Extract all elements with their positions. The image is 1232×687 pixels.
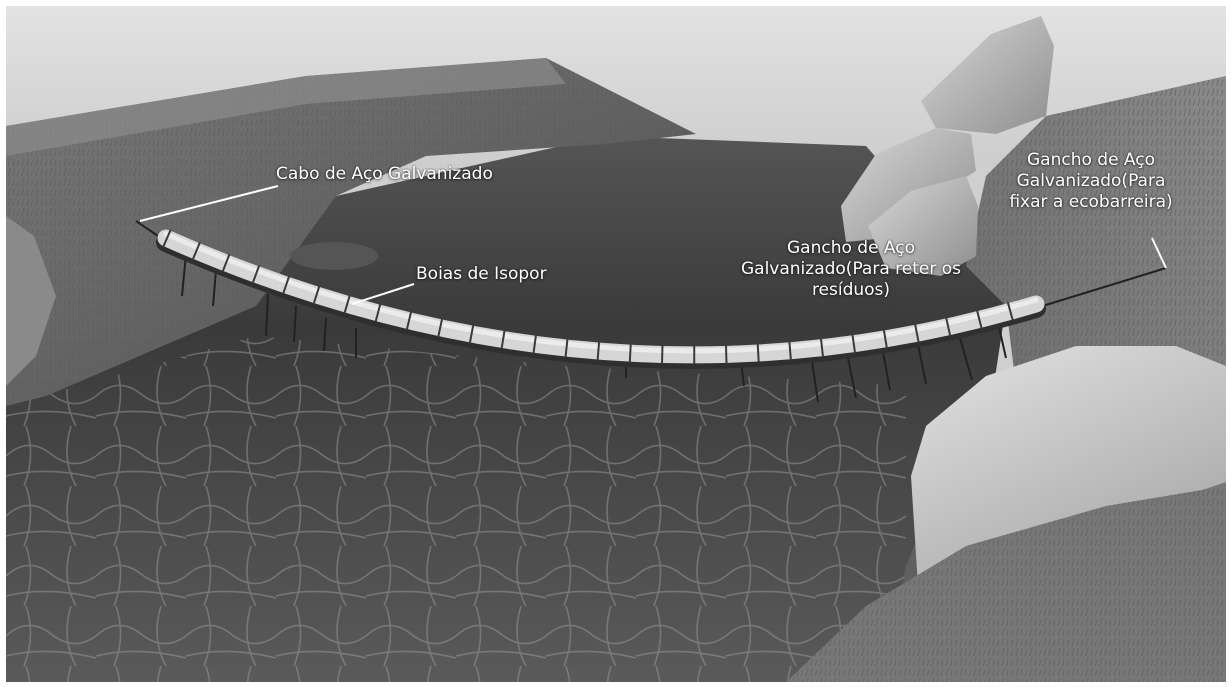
small-water-rock bbox=[290, 242, 378, 270]
label-gancho-fixar: Gancho de Aço Galvanizado(Para fixar a e… bbox=[991, 150, 1191, 213]
label-gancho-fixar-line3: fixar a ecobarreira) bbox=[991, 192, 1191, 213]
label-gancho-reter-line1: Gancho de Aço bbox=[706, 238, 996, 259]
label-gancho-fixar-line1: Gancho de Aço bbox=[991, 150, 1191, 171]
river-scene bbox=[6, 6, 1226, 682]
label-gancho-reter-line2: Galvanizado(Para reter os bbox=[706, 259, 996, 280]
water-caustics bbox=[6, 336, 906, 682]
label-gancho-fixar-line2: Galvanizado(Para bbox=[991, 171, 1191, 192]
illustration-frame: Cabo de Aço Galvanizado Boias de Isopor … bbox=[6, 6, 1226, 682]
label-boias-isopor: Boias de Isopor bbox=[416, 264, 547, 285]
label-cabo-aco: Cabo de Aço Galvanizado bbox=[276, 164, 493, 185]
label-gancho-reter-line3: resíduos) bbox=[706, 280, 996, 301]
label-gancho-reter: Gancho de Aço Galvanizado(Para reter os … bbox=[706, 238, 996, 301]
